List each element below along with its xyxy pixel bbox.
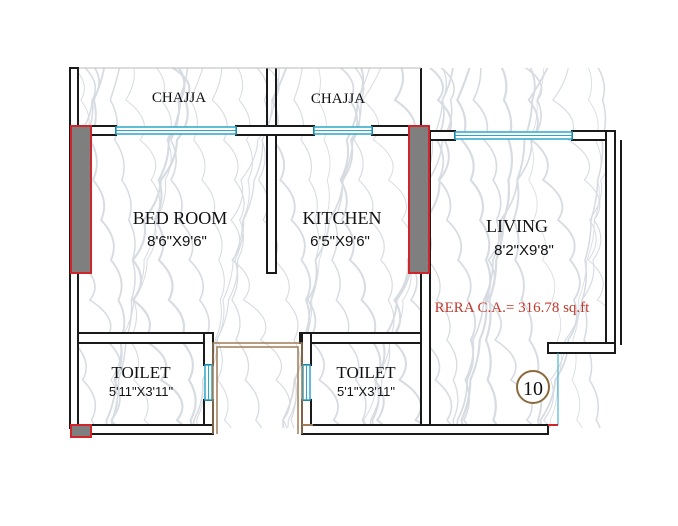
column-center: [408, 125, 430, 274]
kitchen-size: 6'5"X9'6": [310, 233, 370, 250]
floor-grain-line: [230, 68, 291, 428]
floor-grain-line: [484, 68, 514, 428]
bedroom-size: 8'6"X9'6": [147, 233, 207, 250]
floor-grain-line: [257, 68, 301, 428]
toilet-left-label: TOILET: [111, 363, 171, 382]
floor-grain-line: [587, 150, 615, 342]
toilet-right-size: 5'1"X3'11": [337, 384, 395, 399]
floor-grain: [70, 60, 651, 460]
bedroom-label: BED ROOM: [133, 208, 228, 228]
floor-grain-line: [456, 68, 492, 428]
floor-grain-line: [581, 68, 607, 428]
columns: [70, 125, 430, 438]
floor-grain-line: [110, 68, 161, 428]
floor-grain-line: [389, 68, 453, 428]
floor-grain-line: [339, 68, 382, 428]
kitchen-label: KITCHEN: [303, 208, 382, 228]
floor-grain-line: [129, 68, 172, 428]
floor-grain-line: [627, 60, 651, 460]
floor-grain-line: [462, 68, 502, 428]
rera-area-note: RERA C.A.= 316.78 sq.ft: [435, 300, 591, 316]
floor-grain-line: [612, 170, 615, 222]
toilet-left-size: 5'11"X3'11": [109, 384, 174, 399]
chajja-left-label: CHAJJA: [152, 90, 206, 106]
unit-number-badge: [516, 370, 550, 404]
chajja-right-label: CHAJJA: [311, 91, 365, 107]
toilet-right-label: TOILET: [336, 363, 396, 382]
floor-grain-line: [528, 68, 562, 428]
windows: [115, 126, 573, 401]
floor-grain-line: [131, 68, 191, 428]
column-left: [70, 125, 92, 274]
floor-grain-line: [542, 68, 602, 428]
floor-grain-line: [571, 68, 602, 428]
floor-grain-line: [435, 68, 476, 428]
unit-number: 10: [523, 378, 543, 400]
passage-frame: [212, 342, 303, 434]
column-bottom: [70, 424, 92, 438]
living-label: LIVING: [486, 216, 548, 236]
living-size: 8'2"X9'8": [494, 242, 554, 259]
floor-grain-line: [362, 68, 414, 428]
